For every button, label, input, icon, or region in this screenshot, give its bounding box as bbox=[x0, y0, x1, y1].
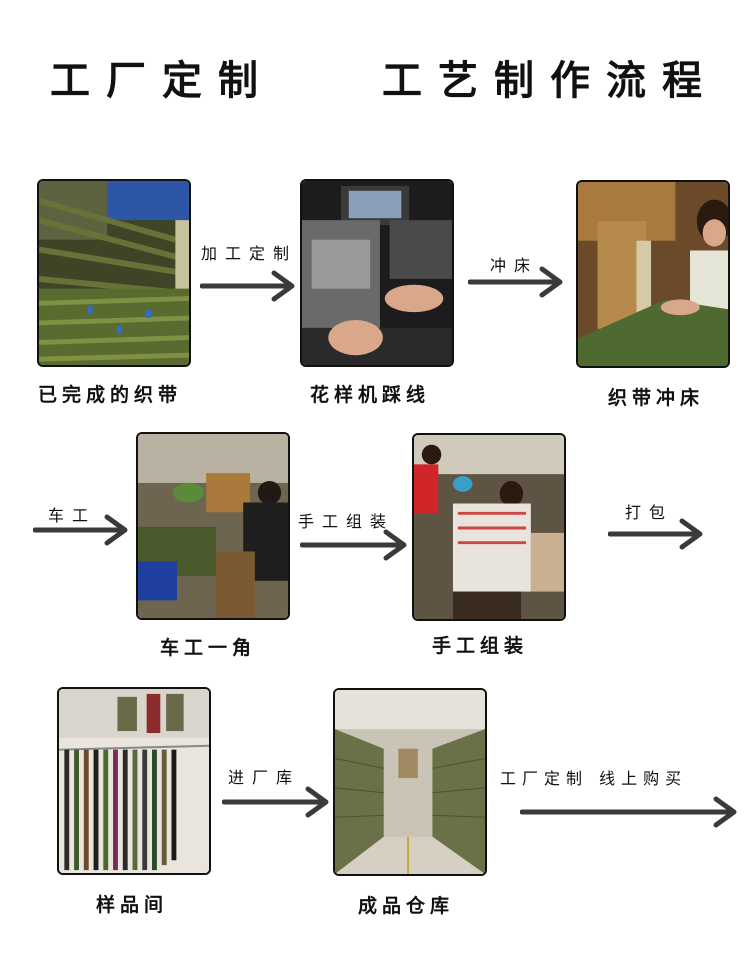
caption-pattern-machine: 花样机踩线 bbox=[310, 384, 431, 406]
arrow-label-hand-assembly: 手工组装 bbox=[298, 512, 395, 531]
photo-finished-warehouse bbox=[333, 688, 487, 876]
arrow-label-packing: 打包 bbox=[625, 503, 674, 522]
arrow-right-icon bbox=[468, 266, 563, 298]
arrow-label-punch: 冲床 bbox=[490, 256, 539, 275]
photo-sewing-corner bbox=[136, 432, 290, 620]
arrow-right-icon bbox=[520, 796, 737, 828]
arrow-right-icon bbox=[222, 786, 329, 818]
arrow-right-icon bbox=[33, 514, 128, 546]
caption-finished-webbing: 已完成的织带 bbox=[38, 384, 183, 406]
arrow-right-icon bbox=[300, 529, 407, 561]
photo-sample-room bbox=[57, 687, 211, 875]
caption-sample-room: 样品间 bbox=[96, 894, 169, 916]
arrow-label-processing: 加工定制 bbox=[201, 244, 298, 263]
photo-finished-webbing bbox=[37, 179, 191, 367]
caption-sewing-corner: 车工一角 bbox=[160, 637, 257, 659]
caption-hand-assembly: 手工组装 bbox=[432, 635, 529, 657]
caption-webbing-punch: 织带冲床 bbox=[608, 387, 705, 409]
arrow-right-icon bbox=[200, 270, 295, 302]
page-title-process-flow: 工艺制作流程 bbox=[382, 57, 718, 104]
caption-finished-warehouse: 成品仓库 bbox=[358, 895, 455, 917]
photo-hand-assembly bbox=[412, 433, 566, 621]
arrow-label-custom-and-online: 工厂定制 线上购买 bbox=[500, 769, 688, 788]
arrow-label-sewing: 车工 bbox=[48, 506, 97, 525]
arrow-right-icon bbox=[608, 518, 703, 550]
page-title-factory-custom: 工厂定制 bbox=[50, 57, 274, 104]
photo-webbing-punch bbox=[576, 180, 730, 368]
photo-pattern-sewing-machine bbox=[300, 179, 454, 367]
arrow-label-warehouse-in: 进厂库 bbox=[228, 768, 301, 787]
